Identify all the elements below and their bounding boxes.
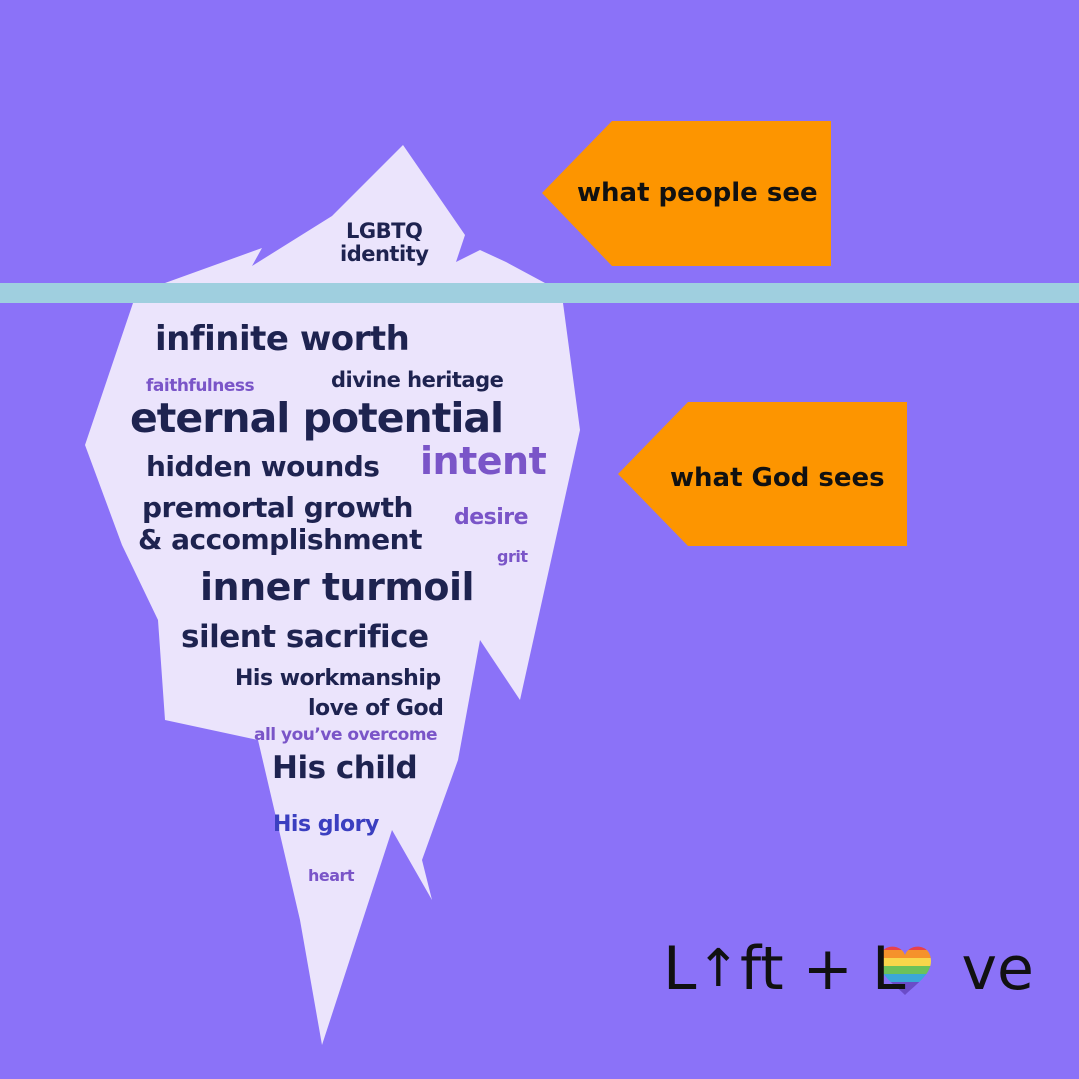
- word-grit: grit: [497, 547, 528, 566]
- logo-text-l: L: [663, 934, 697, 1004]
- callout-what-god-sees: what God sees: [670, 463, 885, 493]
- word-intent: intent: [420, 439, 547, 483]
- word-all-youve-overcome: all you’ve overcome: [254, 725, 438, 745]
- word-heart: heart: [308, 866, 355, 885]
- logo-text-ve: ve: [961, 934, 1034, 1004]
- word-desire: desire: [454, 505, 529, 530]
- callout-arrow-god: [618, 402, 907, 546]
- iceberg-body: [85, 303, 580, 1045]
- word-faithfulness: faithfulness: [146, 376, 255, 396]
- word-accomplishment: & accomplishment: [138, 523, 423, 556]
- word-lgbtq: LGBTQ: [346, 219, 423, 243]
- lift-love-logo: L ↑ ft + L ve: [663, 934, 1034, 1004]
- word-inner-turmoil: inner turmoil: [200, 565, 475, 609]
- logo-text-ft-plus-l: ft + L: [740, 934, 906, 1004]
- word-eternal-potential: eternal potential: [130, 394, 504, 442]
- word-divine-heritage: divine heritage: [331, 368, 504, 392]
- logo-arrow-glyph: ↑: [696, 939, 741, 999]
- water-line: [0, 283, 1079, 303]
- iceberg-tip: [165, 145, 545, 283]
- word-his-glory: His glory: [273, 812, 379, 837]
- word-love-of-god: love of God: [308, 696, 444, 721]
- word-infinite-worth: infinite worth: [155, 319, 410, 359]
- word-silent-sacrifice: silent sacrifice: [181, 619, 429, 655]
- word-identity: identity: [340, 242, 429, 266]
- callout-arrow-people: [542, 121, 831, 266]
- callout-what-people-see: what people see: [577, 178, 818, 208]
- word-hidden-wounds: hidden wounds: [146, 450, 380, 483]
- word-his-workmanship: His workmanship: [235, 666, 441, 691]
- word-premortal-growth: premortal growth: [142, 491, 413, 524]
- word-his-child: His child: [272, 750, 418, 786]
